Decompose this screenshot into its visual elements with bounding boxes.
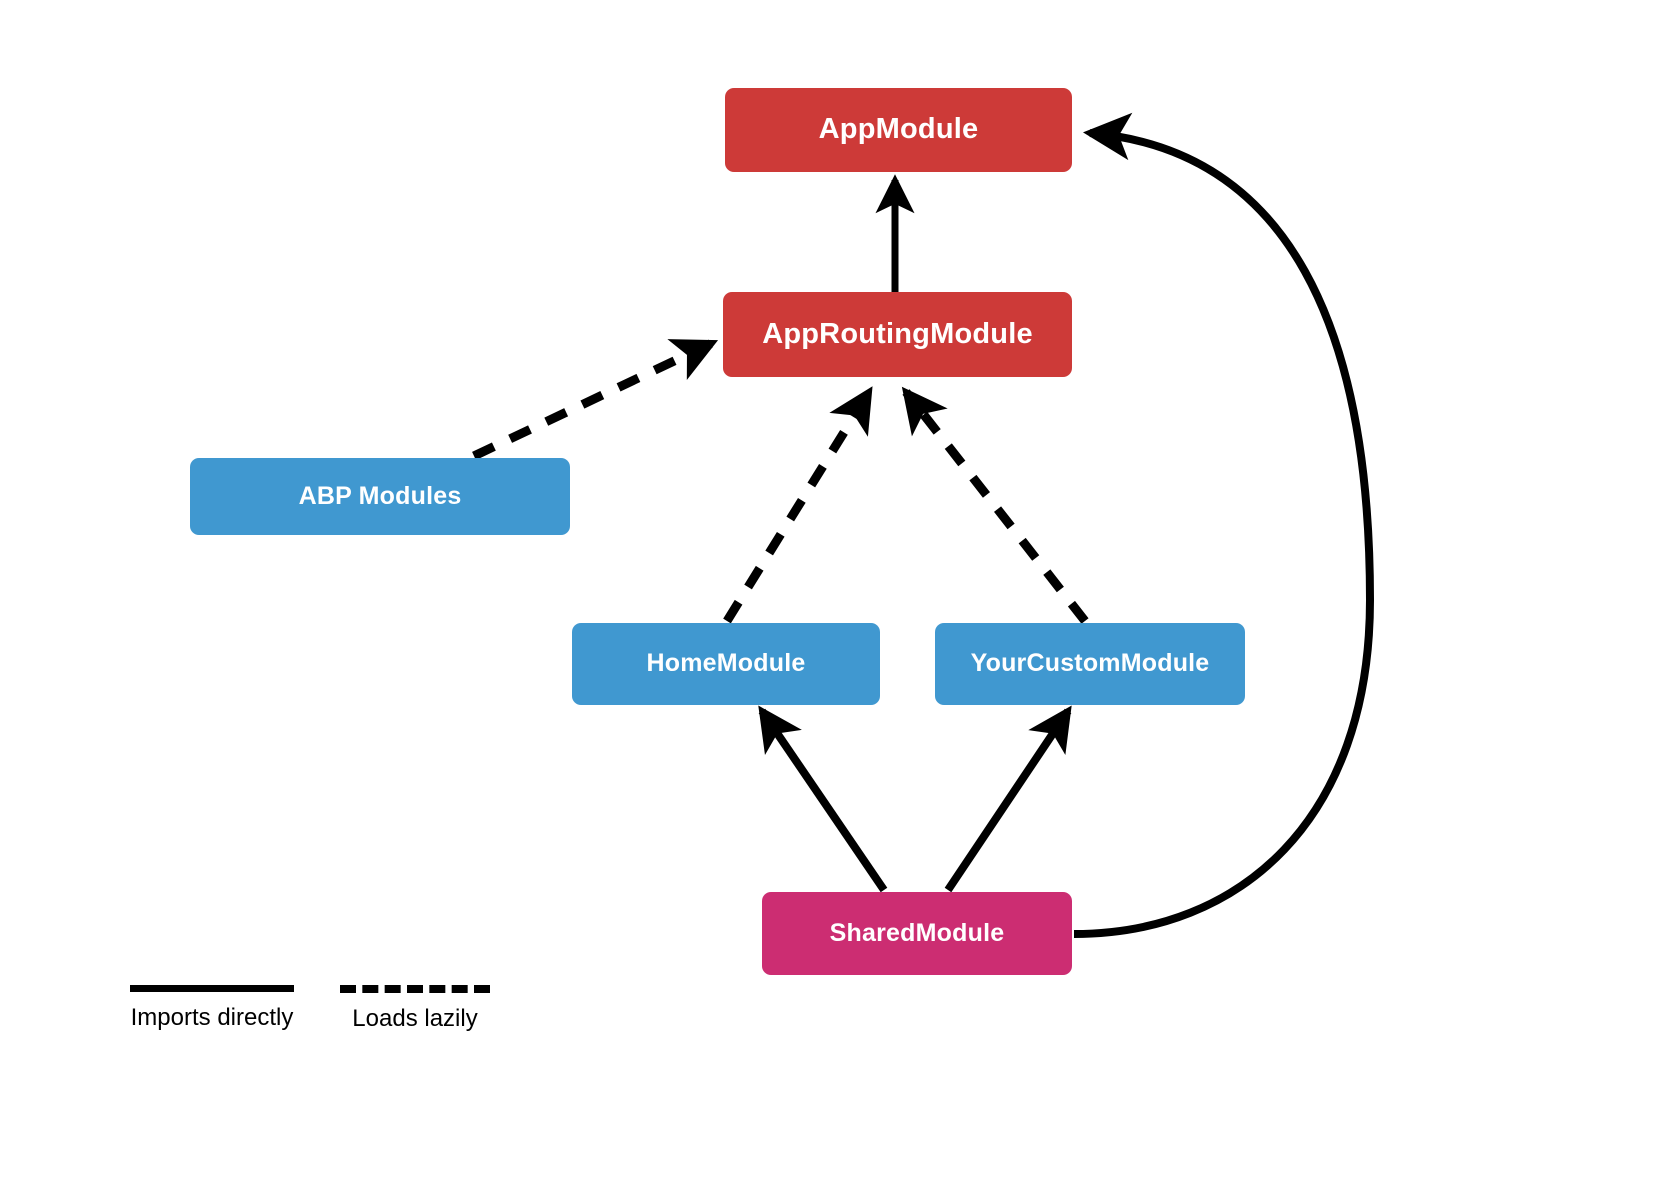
node-your-custom-module-label: YourCustomModule	[970, 649, 1210, 678]
edge-home-to-app-routing	[723, 386, 873, 624]
node-app-module-label: AppModule	[818, 113, 979, 146]
node-home-module[interactable]: HomeModule	[572, 623, 880, 705]
node-shared-module[interactable]: SharedModule	[762, 892, 1072, 975]
node-abp-modules-label: ABP Modules	[298, 481, 462, 510]
edge-your-custom-to-app-routing	[901, 386, 1089, 624]
edge-shared-to-app-module	[1073, 112, 1375, 938]
legend-dashed-line-icon	[340, 985, 490, 993]
node-app-routing-module-label: AppRoutingModule	[762, 317, 1033, 350]
node-your-custom-module[interactable]: YourCustomModule	[935, 623, 1245, 705]
legend-item-loads-lazily: Loads lazily	[340, 985, 490, 1033]
edge-shared-to-home	[758, 705, 888, 893]
legend-imports-directly-label: Imports directly	[130, 1004, 294, 1031]
node-abp-modules[interactable]: ABP Modules	[190, 458, 570, 535]
legend-item-imports-directly: Imports directly	[130, 985, 294, 1032]
node-app-routing-module[interactable]: AppRoutingModule	[723, 292, 1072, 377]
legend-loads-lazily-label: Loads lazily	[352, 1005, 478, 1032]
edge-abp-to-app-routing	[472, 338, 719, 461]
legend-solid-line-icon	[130, 985, 294, 992]
node-app-module[interactable]: AppModule	[725, 88, 1072, 172]
legend: Imports directly Loads lazily	[130, 985, 550, 1055]
node-shared-module-label: SharedModule	[829, 918, 1005, 947]
edge-shared-to-your-custom	[944, 705, 1072, 893]
node-home-module-label: HomeModule	[646, 649, 806, 678]
